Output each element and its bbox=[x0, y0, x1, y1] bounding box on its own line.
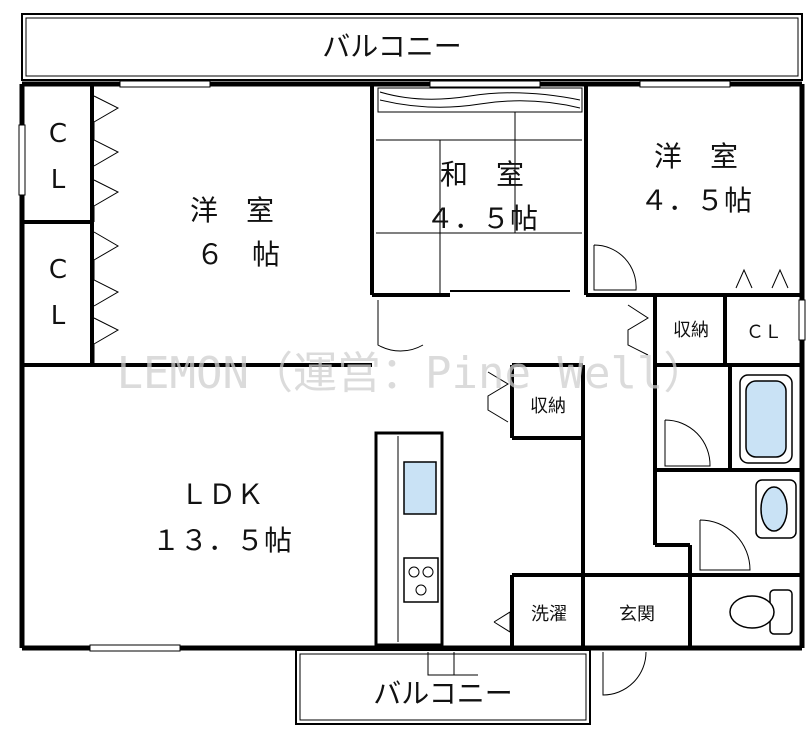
closet-doors bbox=[93, 95, 120, 365]
balcony-top-label: バルコニー bbox=[322, 30, 461, 63]
cl2-label-top: C bbox=[49, 255, 67, 285]
cl2-label-bottom: L bbox=[51, 301, 66, 331]
cl1-label-top: C bbox=[49, 119, 67, 149]
japanese-label-size: ４．５帖 bbox=[426, 202, 538, 235]
storage-hall-label: 収納 bbox=[673, 320, 709, 341]
bathtub bbox=[739, 374, 793, 464]
balcony-top bbox=[21, 13, 803, 81]
door-swings bbox=[377, 244, 789, 696]
entrance-label: 玄関 bbox=[619, 604, 655, 625]
cl1-label-bottom: L bbox=[51, 165, 66, 195]
kitchen-counter bbox=[374, 431, 444, 647]
japanese-room-details bbox=[376, 87, 583, 293]
interior-walls bbox=[22, 84, 802, 648]
storage-mid-label: 収納 bbox=[530, 396, 566, 417]
western45-label-size: ４．５帖 bbox=[640, 184, 752, 217]
western6-label-name: 洋 室 bbox=[190, 194, 274, 227]
laundry-label: 洗濯 bbox=[531, 604, 567, 625]
western6-label-size: ６ 帖 bbox=[196, 238, 280, 271]
cl-small-label: ＣＬ bbox=[746, 322, 782, 343]
washbasin bbox=[755, 479, 797, 539]
toilet bbox=[729, 589, 793, 635]
watermark-text: LEMON（運営：Pine Well） bbox=[117, 348, 708, 399]
ldk-label-name: ＬＤＫ bbox=[180, 478, 264, 511]
ldk-label-size: １３．５帖 bbox=[152, 524, 292, 557]
western45-label-name: 洋 室 bbox=[654, 140, 738, 173]
windows bbox=[18, 80, 806, 652]
japanese-label-name: 和 室 bbox=[440, 158, 524, 191]
balcony-bottom-label: バルコニー bbox=[373, 677, 512, 710]
